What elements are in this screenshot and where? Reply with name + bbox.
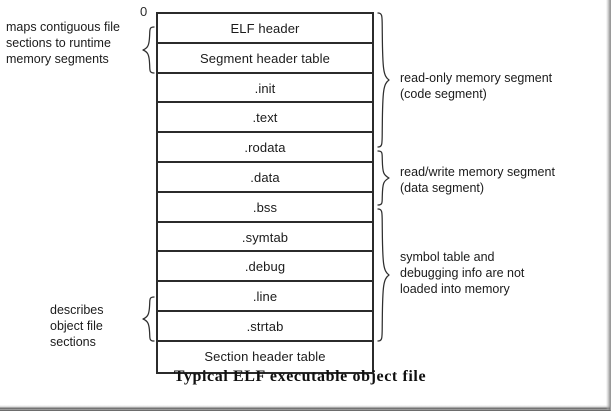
right-brace-symbol-debug-icon xyxy=(377,208,390,342)
annotation-describes-sections: describes object file sections xyxy=(50,302,134,350)
right-shadow xyxy=(606,0,610,410)
section-row-symtab: .symtab xyxy=(158,223,372,253)
section-row-bss: .bss xyxy=(158,193,372,223)
right-brace-read-only-segment-icon xyxy=(377,12,390,148)
annotation-read-only-segment-line1: read-only memory segment xyxy=(400,71,553,85)
section-row-section-header-table: Section header table xyxy=(204,348,326,364)
section-row-debug: .debug xyxy=(158,252,372,283)
annotation-symbol-debug-info-line3: loaded into memory xyxy=(400,282,510,296)
annotation-read-only-segment-line2: (code segment) xyxy=(400,87,487,101)
annotation-describes-sections-line2: object file xyxy=(50,319,103,333)
section-table: ELF header Segment header table .init .t… xyxy=(156,12,374,374)
annotation-describes-sections-line1: describes xyxy=(50,303,104,317)
annotation-read-only-segment: read-only memory segment (code segment) xyxy=(400,70,600,102)
annotation-read-write-segment-line1: read/write memory segment xyxy=(400,165,555,179)
right-brace-read-write-segment-icon xyxy=(377,150,390,206)
annotation-read-write-segment: read/write memory segment (data segment) xyxy=(400,164,600,196)
annotation-maps-contiguous-line3: memory segments xyxy=(6,52,109,66)
annotation-read-write-segment-line2: (data segment) xyxy=(400,181,485,195)
annotation-symbol-debug-info: symbol table and debugging info are not … xyxy=(400,249,600,297)
left-brace-segment-header-icon xyxy=(142,26,155,74)
annotation-maps-contiguous-line1: maps contiguous file xyxy=(6,20,120,34)
section-row-elf-header: ELF header xyxy=(158,14,372,44)
section-row-text: .text xyxy=(158,103,372,134)
offset-zero-label: 0 xyxy=(140,4,148,19)
figure-caption: Typical ELF executable object file xyxy=(173,368,427,385)
left-brace-section-header-icon xyxy=(142,296,155,342)
section-row-rodata: .rodata xyxy=(158,133,372,163)
section-row-strtab: .strtab xyxy=(158,312,372,342)
section-row-init: .init xyxy=(158,74,372,104)
annotation-maps-contiguous-line2: sections to runtime xyxy=(6,36,111,50)
annotation-describes-sections-line3: sections xyxy=(50,335,96,349)
annotation-maps-contiguous: maps contiguous file sections to runtime… xyxy=(6,19,138,67)
section-row-line: .line xyxy=(158,282,372,312)
section-row-data: .data xyxy=(158,163,372,193)
section-row-segment-header-table: Segment header table xyxy=(158,44,372,74)
annotation-symbol-debug-info-line2: debugging info are not xyxy=(400,266,525,280)
bottom-shadow xyxy=(0,405,610,410)
annotation-symbol-debug-info-line1: symbol table and xyxy=(400,250,495,264)
